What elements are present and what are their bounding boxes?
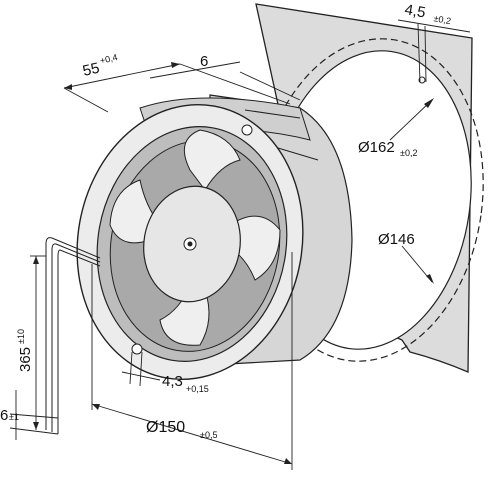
dim-line-fan-diameter — [91, 403, 293, 465]
label-cable-strip: 6 — [0, 407, 8, 424]
dim-ext-line — [63, 87, 109, 113]
dim-arrow — [284, 458, 292, 464]
mount-hole — [418, 76, 426, 84]
label-depth: 55 — [81, 60, 101, 80]
label-flange: 6 — [200, 53, 208, 70]
cable — [45, 237, 101, 430]
dim-line-depth — [63, 63, 181, 89]
dim-arrow — [171, 62, 180, 68]
dim-line-flange — [149, 61, 241, 79]
dim-ext-line — [9, 413, 59, 419]
label-hole-diameter-tol: +0,15 — [186, 384, 209, 394]
housing-rib — [244, 109, 301, 119]
label-depth-tol: +0,4 — [99, 52, 119, 66]
label-cable-length: 365 — [17, 347, 34, 372]
label-mount-circle: Ø162 — [358, 139, 395, 156]
dim-arrow — [424, 98, 434, 108]
label-cable-strip-tol: ±1 — [9, 412, 19, 422]
dim-leader-mount — [389, 99, 433, 141]
dim-arrow — [426, 274, 434, 284]
dim-ext-line — [179, 63, 291, 105]
fan-hub-axle — [187, 241, 193, 247]
label-fan-diameter-tol: ±0,5 — [200, 430, 217, 440]
label-fan-diameter: Ø150 — [146, 419, 185, 436]
label-mount-circle-tol: ±0,2 — [400, 148, 417, 158]
dim-line-hole-pitch — [397, 19, 471, 33]
dim-ext-line — [239, 71, 301, 101]
dim-arrow — [64, 84, 72, 90]
fan-blade — [183, 129, 241, 191]
cable — [57, 249, 101, 434]
dim-arrow — [33, 256, 39, 264]
dim-ext-line — [417, 23, 421, 83]
mount-hole — [131, 343, 143, 355]
label-hole-pitch-tol: ±0,2 — [433, 13, 452, 26]
dim-ext-line — [139, 351, 143, 387]
dim-arrow — [33, 422, 39, 430]
dim-arrow — [92, 404, 100, 410]
cable — [51, 243, 101, 432]
label-hole-diameter: 4,3 — [162, 373, 183, 390]
label-hole-pitch: 4,5 — [403, 1, 426, 21]
label-cutout: Ø146 — [378, 231, 415, 248]
dim-ext-line — [129, 351, 133, 385]
dim-ext-line — [9, 427, 59, 435]
mount-hole — [241, 124, 253, 136]
label-cable-length-tol: ±10 — [16, 329, 26, 344]
dim-ext-line — [424, 25, 427, 83]
